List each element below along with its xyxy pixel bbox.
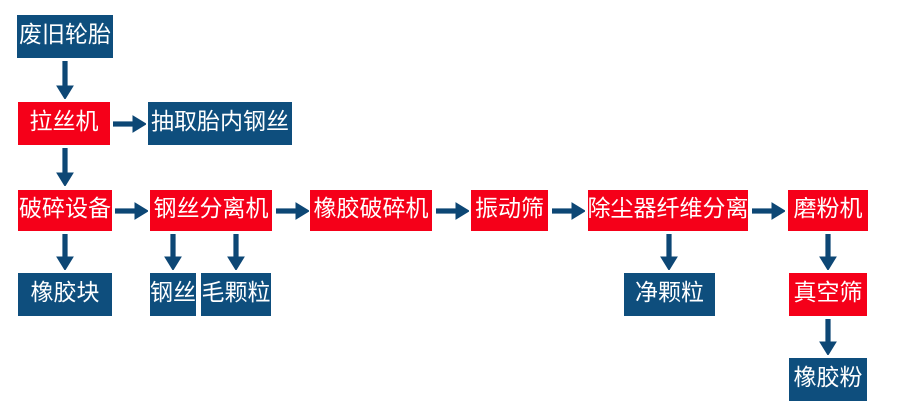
flow-node-material[interactable]: 钢丝: [150, 273, 196, 316]
flow-node-material[interactable]: 橡胶粉: [789, 358, 867, 401]
flow-node-material[interactable]: 抽取胎内钢丝: [148, 102, 292, 145]
flow-node-label: 钢丝: [150, 280, 196, 306]
flow-node-equipment[interactable]: 钢丝分离机: [150, 190, 272, 231]
arrow-down-icon: [657, 234, 681, 270]
flow-node-equipment[interactable]: 拉丝机: [18, 102, 110, 145]
flow-node-label: 橡胶破碎机: [313, 196, 429, 222]
flow-node-label: 橡胶块: [30, 280, 100, 306]
arrow-right-icon: [276, 199, 309, 223]
arrow-down-icon: [816, 234, 840, 270]
flow-node-label: 毛颗粒: [201, 280, 271, 306]
arrow-down-icon: [224, 234, 248, 270]
arrow-down-icon: [816, 319, 840, 355]
arrow-down-icon: [161, 234, 185, 270]
flow-node-label: 废旧轮胎: [19, 22, 111, 48]
flow-node-equipment[interactable]: 除尘器纤维分离: [587, 190, 749, 231]
flow-node-material[interactable]: 废旧轮胎: [17, 15, 113, 58]
arrow-right-icon: [552, 199, 585, 223]
flow-node-material[interactable]: 毛颗粒: [201, 273, 271, 316]
flow-node-label: 净颗粒: [635, 280, 704, 306]
arrow-down-icon: [53, 61, 77, 99]
flow-node-label: 破碎设备: [19, 196, 111, 222]
flow-node-material[interactable]: 净颗粒: [624, 273, 715, 316]
flow-node-label: 除尘器纤维分离: [587, 196, 749, 222]
arrow-right-icon: [752, 199, 785, 223]
flow-node-label: 振动筛: [475, 196, 544, 222]
flow-node-equipment[interactable]: 橡胶破碎机: [310, 190, 432, 231]
arrow-right-icon: [436, 199, 469, 223]
flow-node-label: 真空筛: [793, 280, 863, 306]
flow-node-equipment[interactable]: 振动筛: [471, 190, 548, 231]
arrow-right-icon: [115, 199, 148, 223]
flow-node-label: 磨粉机: [793, 196, 863, 222]
flow-node-label: 拉丝机: [29, 109, 99, 135]
flow-node-equipment[interactable]: 破碎设备: [18, 190, 112, 231]
arrow-right-icon: [113, 112, 146, 136]
flow-node-material[interactable]: 橡胶块: [18, 273, 112, 316]
flow-node-equipment[interactable]: 磨粉机: [788, 190, 868, 231]
arrow-down-icon: [53, 148, 77, 186]
flow-node-label: 抽取胎内钢丝: [151, 109, 289, 135]
flow-node-equipment[interactable]: 真空筛: [789, 273, 867, 316]
flow-node-label: 钢丝分离机: [153, 196, 269, 222]
flow-node-label: 橡胶粉: [793, 365, 863, 391]
arrow-down-icon: [53, 234, 77, 270]
